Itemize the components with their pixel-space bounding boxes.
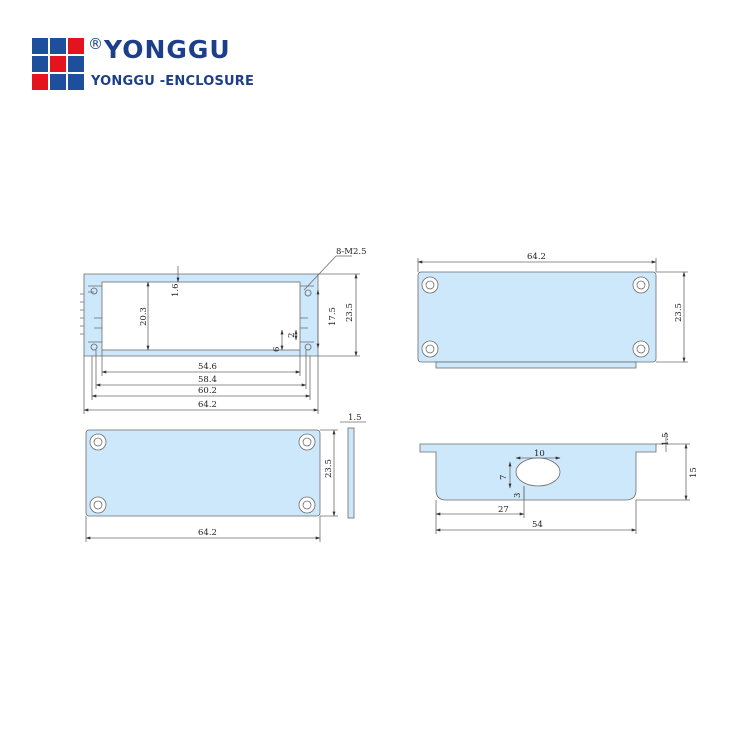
end-plate-body bbox=[85, 429, 321, 517]
label-plate-width: 64.2 bbox=[198, 528, 217, 538]
plate-hole-br-inner bbox=[302, 500, 312, 510]
label-width-1: 54.6 bbox=[198, 362, 217, 372]
label-width-4: 64.2 bbox=[198, 400, 217, 410]
label-length: 54 bbox=[532, 520, 543, 530]
label-slot-height: 17.5 bbox=[328, 307, 338, 326]
brand-subtitle: YONGGU -ENCLOSURE bbox=[91, 74, 255, 89]
logo-block-blue-5 bbox=[50, 74, 66, 90]
label-rib-height: 6 bbox=[272, 347, 282, 352]
side-view bbox=[419, 432, 690, 534]
brand-name: YONGGU bbox=[104, 35, 231, 64]
side-oval-hole bbox=[515, 457, 561, 487]
logo-block-blue-2 bbox=[50, 38, 66, 54]
cross-section-view bbox=[80, 255, 360, 414]
logo-block-red-1 bbox=[68, 38, 84, 54]
logo-block-blue-3 bbox=[32, 56, 48, 72]
label-width-3: 60.2 bbox=[198, 386, 217, 396]
outer-ridges bbox=[80, 293, 84, 335]
label-top-height: 23.5 bbox=[674, 303, 684, 322]
plate-hole-tr-inner bbox=[302, 437, 312, 447]
brand-logo bbox=[32, 38, 84, 90]
label-top-width: 64.2 bbox=[527, 252, 546, 262]
corner-hole-tl-inner bbox=[425, 280, 435, 290]
logo-block-blue-4 bbox=[68, 56, 84, 72]
right-rib bbox=[300, 317, 308, 329]
label-wall: 1.6 bbox=[171, 283, 181, 297]
label-plate-thickness: 1.5 bbox=[348, 413, 362, 423]
logo-block-red-3 bbox=[32, 74, 48, 90]
left-screw-slot-bottom bbox=[88, 341, 102, 351]
right-screw-slot-top bbox=[300, 285, 314, 297]
profile-cavity bbox=[101, 281, 301, 351]
end-plate-view bbox=[85, 421, 366, 542]
right-screw-slot-bottom bbox=[300, 341, 314, 351]
label-flange: 1.5 bbox=[661, 432, 671, 446]
plate-hole-tl-inner bbox=[93, 437, 103, 447]
label-width-2: 58.4 bbox=[198, 375, 217, 385]
end-plate-side bbox=[347, 427, 355, 519]
corner-hole-bl-inner bbox=[425, 344, 435, 354]
label-rib-gap: 2 bbox=[287, 333, 297, 338]
corner-hole-br-inner bbox=[636, 344, 646, 354]
label-plate-height: 23.5 bbox=[324, 459, 334, 478]
label-inner-height: 20.3 bbox=[139, 307, 149, 326]
plate-hole-bl-inner bbox=[93, 500, 103, 510]
top-view bbox=[417, 258, 688, 369]
logo-block-red-2 bbox=[50, 56, 66, 72]
top-view-body bbox=[417, 271, 657, 363]
logo-block-blue-6 bbox=[68, 74, 84, 90]
left-screw-slot-top bbox=[88, 285, 102, 295]
registered-mark: ® bbox=[88, 35, 103, 53]
callout-leader bbox=[303, 255, 337, 291]
label-hole-height: 7 bbox=[499, 475, 509, 480]
top-view-lip bbox=[435, 361, 637, 369]
logo-block-blue-1 bbox=[32, 38, 48, 54]
label-hole-width: 10 bbox=[534, 449, 545, 459]
label-depth: 15 bbox=[689, 467, 699, 478]
corner-hole-tr-inner bbox=[636, 280, 646, 290]
left-rib bbox=[94, 317, 102, 329]
label-total-height: 23.5 bbox=[345, 303, 355, 322]
label-screw-callout: 8-M2.5 bbox=[336, 247, 367, 257]
label-hole-offset: 3 bbox=[513, 493, 523, 498]
label-hole-position: 27 bbox=[498, 505, 509, 515]
